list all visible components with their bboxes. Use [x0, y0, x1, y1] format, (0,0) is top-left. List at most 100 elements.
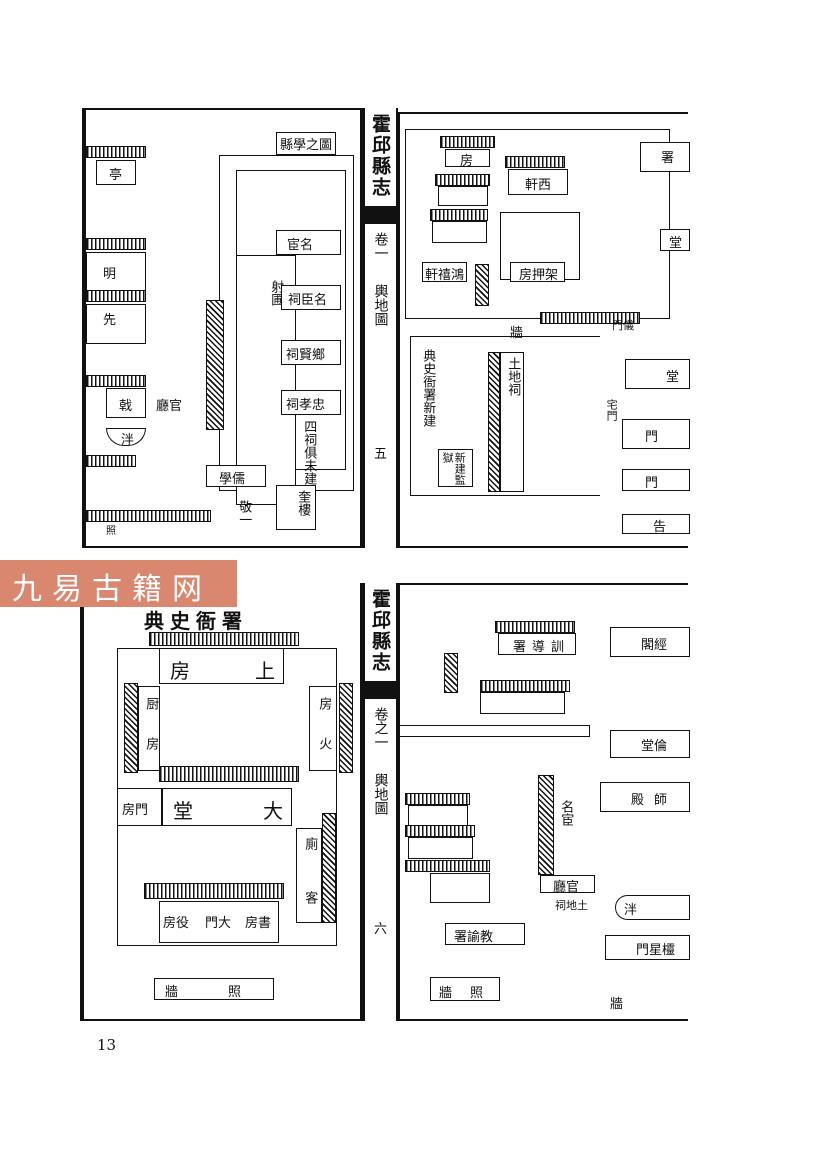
jiaya-fang: 架押房 [510, 262, 565, 283]
page-leaf-number: 六 [373, 922, 387, 937]
xixuan: 西軒 [508, 169, 568, 195]
hall: 堂 [625, 359, 690, 389]
xundao-office: 訓導署 [498, 633, 576, 655]
label: 儀門 [612, 319, 634, 332]
label: 厨 [143, 697, 159, 710]
label: 土地祠 [505, 357, 521, 396]
building: 署 [640, 142, 690, 172]
map-school-east: 訓導署 經閣 倫堂 師殿 名宦 官廳 土地祠 泮 教諭署 欞星門 照牆 牆 [398, 583, 690, 1021]
label: 房 [170, 659, 190, 683]
shrine: 名宦 [276, 230, 341, 255]
roof [440, 136, 495, 148]
label: 堂 [666, 370, 680, 385]
page-leaf-number: 五 [373, 447, 387, 462]
label: 廁 [302, 837, 318, 850]
label: 忠孝祠 [286, 398, 326, 413]
label: 牆 [510, 326, 524, 341]
label: 四祠俱未建 [301, 420, 317, 485]
label: 架押房 [519, 268, 559, 283]
building: 房 [445, 149, 490, 169]
roof [405, 860, 490, 872]
label: 宅門 [605, 399, 619, 421]
label: 鴻禧軒 [425, 268, 465, 283]
jimen: 戟 [106, 388, 146, 418]
label: 役房 [163, 916, 190, 931]
volume: 卷之一 [372, 707, 389, 749]
new-jail: 新建監獄 [438, 449, 473, 487]
map-dianshi-yamen: 典史衙署 房 上 厨房 房火 門房 堂 大 廁客 役房 大門 書房 照牆 [80, 583, 362, 1021]
screen-wall: 照牆 [430, 977, 500, 1001]
label: 敬一 [236, 500, 252, 526]
watermark: 九易古籍网 [0, 560, 237, 607]
wing-roof [322, 813, 336, 923]
shrine: 鄉賢祠 [281, 340, 341, 365]
gate-hatch [475, 264, 489, 306]
pavilion: 亭 [96, 160, 136, 185]
label: 先 [103, 313, 117, 328]
roof [435, 174, 490, 186]
label: 照 [106, 526, 116, 537]
screen-wall: 照牆 [154, 978, 274, 1000]
label: 新建監獄 [441, 452, 467, 485]
gate-room: 門房 [117, 788, 162, 826]
map-dianshi-office-area: 房 西軒 架押房 鴻禧軒 牆 儀門 典史衙署新建 土地祠 新建監獄 署 堂 堂 … [398, 112, 690, 548]
roof [430, 209, 488, 221]
kitchen: 厨房 [138, 686, 160, 771]
label: 堂 [669, 236, 683, 251]
label: 奎樓 [295, 490, 311, 516]
label: 名宦 [287, 238, 314, 253]
lingxing-gate: 欞星門 [605, 935, 690, 960]
book-title: 霍邱縣志 [369, 589, 391, 673]
center-column-top: 霍邱縣志 卷一 輿地圖 五 [362, 108, 398, 548]
roof [86, 510, 211, 522]
book-title: 霍邱縣志 [369, 114, 391, 198]
label: 經閣 [641, 638, 668, 653]
building: 堂 [660, 229, 690, 251]
label: 牆 [610, 997, 624, 1012]
center-column-bottom: 霍邱縣志 卷之一 輿地圖 六 [362, 583, 398, 1021]
wall-hatch [488, 352, 500, 492]
label: 典史衙署新建 [420, 349, 436, 427]
roof [149, 632, 299, 646]
kuilou: 奎樓 [276, 485, 316, 530]
wing-roof [339, 683, 353, 773]
page-number: 13 [97, 1036, 117, 1054]
gate: 門 [622, 419, 690, 449]
dianshi-compound [410, 336, 600, 496]
label: 門房 [122, 803, 149, 818]
building [432, 221, 487, 243]
gate-hatch [444, 653, 458, 693]
shrine: 名臣祠 [281, 285, 341, 310]
jingge: 經閣 [610, 627, 690, 657]
label: 署 [661, 151, 675, 166]
wing-roof [124, 683, 138, 773]
label: 告 [653, 520, 667, 535]
xianshi-hall: 先 [86, 304, 146, 344]
map-title: 縣學之圖 [276, 132, 337, 155]
roof [405, 825, 475, 837]
label: 房 [460, 154, 474, 169]
label: 土地祠 [555, 899, 588, 912]
volume: 卷一 [372, 232, 389, 260]
roof [86, 146, 146, 158]
panchi: 泮 [615, 895, 690, 920]
minglun-hall: 明 [86, 252, 146, 292]
compound-wall [405, 129, 670, 319]
side-rooms: 廁客 [296, 828, 322, 923]
roof [495, 621, 575, 633]
label: 書房 [245, 916, 272, 931]
main-hall: 堂 大 [162, 788, 292, 826]
shrine: 忠孝祠 [281, 390, 341, 415]
label: 明 [103, 267, 117, 282]
label: 泮 [624, 903, 638, 918]
roof [144, 883, 284, 899]
label: 房 [316, 697, 332, 710]
roof [540, 312, 640, 324]
building [430, 873, 490, 903]
fire-room: 房火 [309, 686, 337, 771]
label: 大門 [205, 916, 232, 931]
label: 泮 [121, 433, 135, 448]
wall-hatch [206, 300, 224, 430]
label: 官廳 [553, 880, 580, 895]
main-gate: 役房 大門 書房 [159, 901, 279, 943]
